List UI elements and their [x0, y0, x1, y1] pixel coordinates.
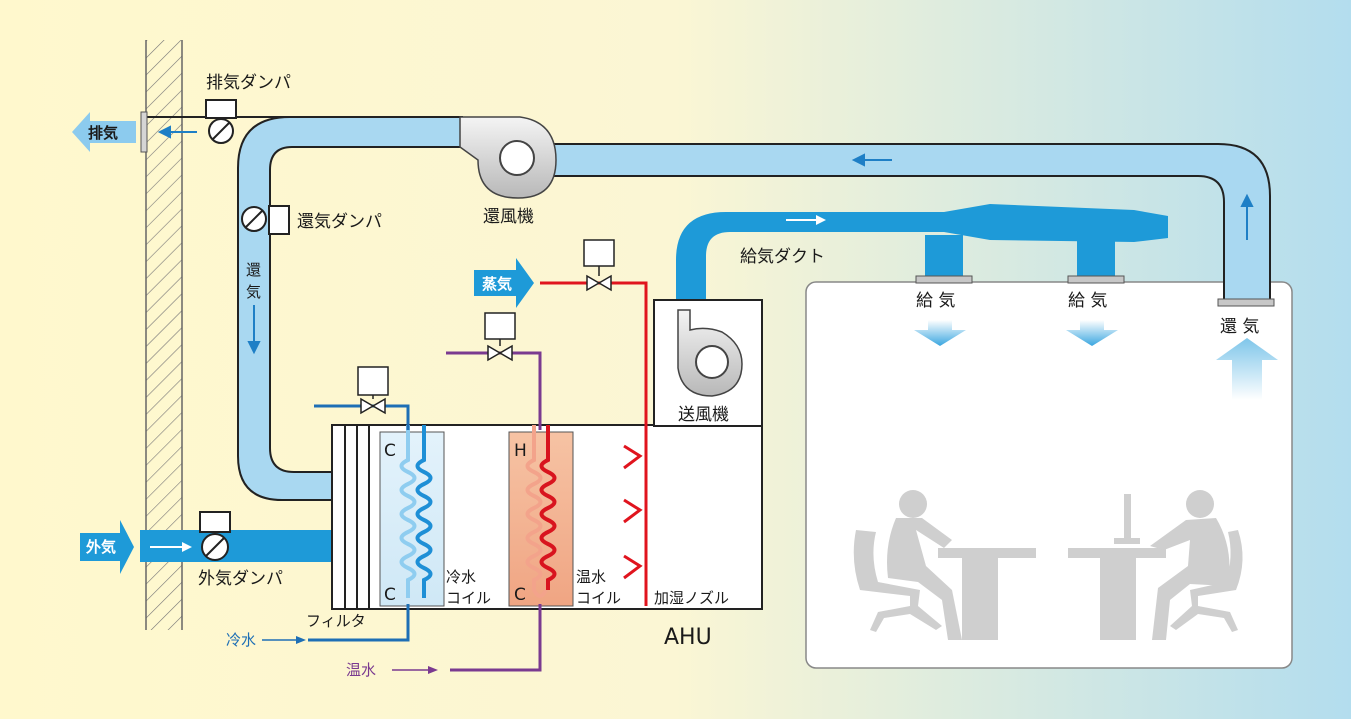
steam-arrow: [474, 258, 534, 308]
return-inlet-label: 還 気: [1220, 317, 1259, 337]
supply-air-arrow-1: [914, 320, 966, 346]
humidifier-nozzles: [623, 430, 648, 606]
heating-coil-tube-2: [539, 425, 557, 590]
return-air-duct-label-1: 還: [246, 261, 261, 279]
humidifier-label: 加湿ノズル: [654, 589, 729, 607]
steam-pipe: [540, 281, 648, 430]
supply-diffuser-1: [915, 275, 973, 284]
supply-air-arrow-2: [1066, 320, 1118, 346]
return-fan: [459, 116, 557, 199]
outside-air-label: 外気: [85, 538, 116, 556]
heating-coil-h-top: H: [514, 441, 527, 461]
cooling-coil-c-top: C: [384, 441, 396, 461]
heating-coil-c-bottom: C: [514, 585, 526, 605]
return-grille: [1217, 298, 1275, 307]
outside-damper-label: 外気ダンパ: [198, 569, 283, 589]
cooling-coil-tube-2: [415, 425, 433, 598]
filter-label: フィルタ: [306, 612, 366, 630]
supply-diffuser-2: [1067, 275, 1125, 284]
cooling-coil-label-1: 冷水: [446, 568, 476, 586]
heating-coil-label-1: 温水: [576, 568, 606, 586]
water-input-arrows: [262, 636, 438, 674]
cooling-coil-tube: [399, 425, 417, 598]
ahu-label: AHU: [664, 625, 712, 650]
chilled-water-valve: [357, 366, 389, 415]
office-silhouettes: [853, 490, 1243, 640]
chilled-water-pipe: [308, 404, 410, 642]
filter: [344, 425, 370, 609]
exhaust-damper-label: 排気ダンパ: [206, 73, 291, 93]
supply-duct-label: 給気ダクト: [740, 247, 825, 267]
outside-damper: [199, 511, 231, 561]
supply-fan: [677, 309, 743, 397]
outside-air-arrow: [80, 520, 134, 574]
chilled-water-label: 冷水: [226, 631, 256, 649]
supply-fan-label: 送風機: [678, 405, 729, 425]
supply-outlet-label-1: 給 気: [916, 291, 955, 311]
hot-water-pipe: [446, 351, 542, 672]
cooling-coil-label-2: コイル: [446, 589, 491, 607]
heating-coil-label-2: コイル: [576, 589, 621, 607]
cooling-coil-c-bottom: C: [384, 585, 396, 605]
hot-water-label: 温水: [346, 661, 376, 679]
heating-coil-tube: [525, 425, 548, 598]
steam-valve: [583, 239, 615, 292]
return-damper: [241, 205, 290, 235]
return-air-duct-label-2: 気: [246, 283, 261, 301]
return-damper-label: 還気ダンパ: [297, 212, 382, 232]
exhaust-damper: [205, 99, 237, 144]
exhaust-label: 排気: [88, 124, 118, 142]
supply-duct: [676, 204, 1168, 300]
supply-outlet-label-2: 給 気: [1068, 291, 1107, 311]
steam-label: 蒸気: [482, 275, 512, 293]
return-air-arrow: [1216, 338, 1278, 400]
flow-arrows: [157, 125, 1254, 355]
exhaust-arrow: [72, 112, 136, 152]
return-fan-label: 還風機: [483, 207, 534, 227]
hot-water-valve: [484, 312, 516, 362]
exhaust-grille: [140, 111, 148, 153]
